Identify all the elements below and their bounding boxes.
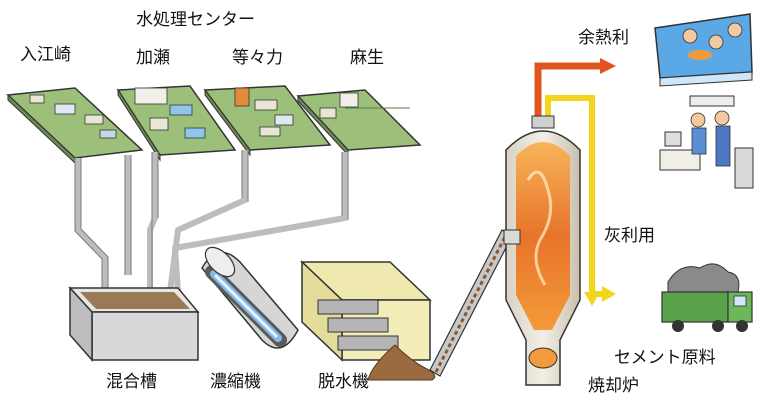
ash-arrow (545, 95, 616, 306)
conveyor (429, 229, 513, 377)
plant-todoroki (203, 85, 332, 157)
label-dewatering: 脱水機 (318, 372, 369, 392)
label-ash-use: 灰利用 (604, 226, 655, 246)
plant-name-asao: 麻生 (350, 48, 384, 68)
plant-asao (296, 89, 422, 157)
dewatering-machine (300, 260, 436, 381)
label-thickener: 濃縮機 (210, 372, 261, 392)
heat-arrow (534, 58, 616, 120)
thickener (201, 246, 299, 349)
diagram-title: 水処理センター (136, 10, 255, 30)
incinerator (503, 115, 581, 386)
plant-name-iriezaki: 入江崎 (20, 45, 71, 65)
plant-iriezaki (6, 87, 144, 165)
label-waste-heat: 余熱利 (578, 28, 629, 48)
office-icon (659, 95, 754, 189)
label-mixing-tank: 混合槽 (106, 372, 157, 392)
truck-icon (661, 263, 753, 332)
plant-name-kase: 加瀬 (136, 48, 170, 68)
mixing-tank (68, 286, 200, 362)
label-cement: セメント原料 (614, 348, 716, 368)
label-incinerator: 焼却炉 (588, 376, 639, 396)
plant-name-todoroki: 等々力 (232, 48, 283, 68)
plant-kase (116, 85, 237, 162)
pool-icon (654, 13, 753, 87)
